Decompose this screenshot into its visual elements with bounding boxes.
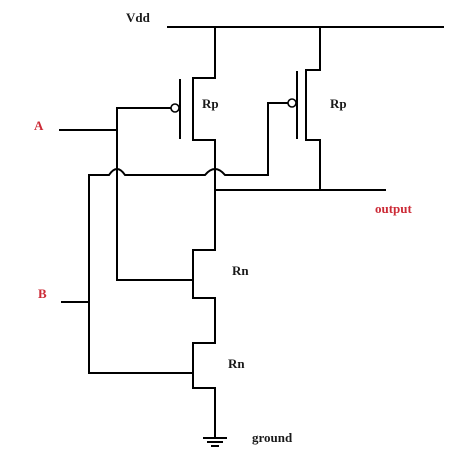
pmos-right-label: Rp: [330, 96, 347, 111]
nmos-top-label: Rn: [232, 263, 249, 278]
output-label: output: [375, 201, 413, 216]
input-b-label: B: [38, 286, 47, 301]
nmos-bottom-label: Rn: [228, 356, 245, 371]
vdd-label: Vdd: [126, 10, 151, 25]
input-a-wire: [59, 107, 194, 281]
input-b-wire: [61, 102, 269, 374]
pmos-transistor-right: [267, 26, 321, 141]
ground-label: ground: [252, 430, 293, 445]
pmos-left-gate-bubble: [170, 103, 180, 113]
nmos-transistor-bottom: [192, 342, 216, 389]
pmos-right-gate-bubble: [287, 98, 297, 108]
output-node: [214, 139, 386, 251]
ground-symbol: [203, 387, 227, 447]
pmos-transistor-left: [116, 26, 216, 141]
pmos-left-label: Rp: [202, 96, 219, 111]
input-a-label: A: [34, 118, 44, 133]
nmos-transistor-top: [192, 249, 216, 299]
